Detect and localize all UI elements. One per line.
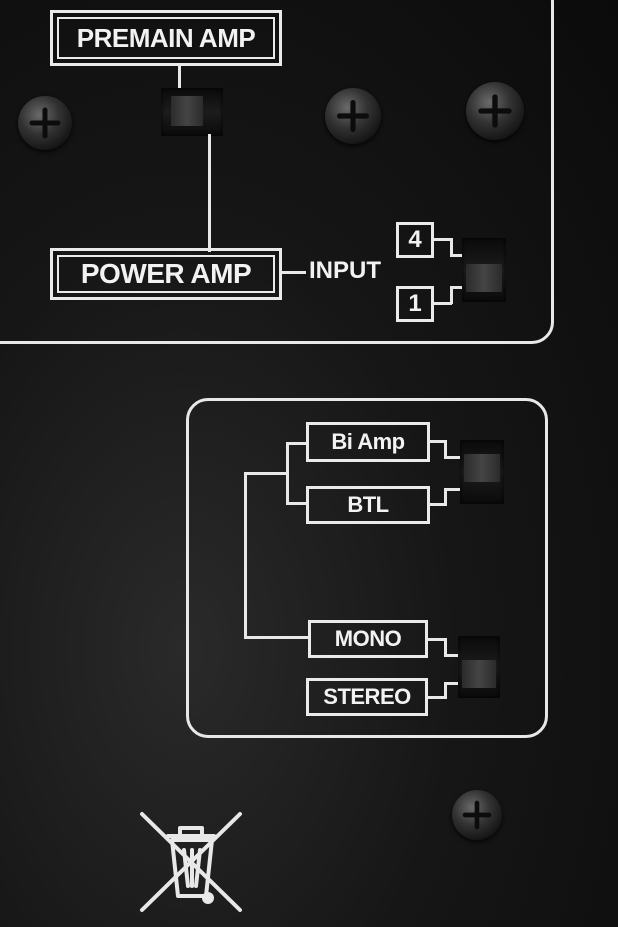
mono-label: MONO: [308, 620, 428, 658]
bracket-1-v: [450, 286, 453, 304]
bracket-stereo-h2: [444, 682, 460, 685]
bracket-biamp-h2: [444, 456, 460, 459]
bracket-mono-h1: [428, 638, 446, 641]
stereo-label: STEREO: [306, 678, 428, 716]
tree-branch-vertical: [286, 442, 289, 504]
power-amp-label: POWER AMP: [50, 248, 282, 300]
tree-top-horizontal: [244, 472, 288, 475]
btl-label: BTL: [306, 486, 430, 524]
amp-mode-panel: [0, 0, 554, 344]
bracket-btl-h2: [444, 488, 460, 491]
bracket-mono-v: [444, 638, 447, 656]
bi-amp-label: Bi Amp: [306, 422, 430, 462]
crossed-out-wheelie-bin-icon: [140, 812, 242, 912]
output-switch[interactable]: [458, 636, 500, 698]
connector-power: [208, 134, 211, 252]
mode-switch-knob[interactable]: [464, 454, 500, 482]
input-option-4: 4: [396, 222, 434, 258]
screw-icon: [325, 88, 381, 144]
input-switch-knob[interactable]: [466, 264, 502, 292]
premain-amp-label: PREMAIN AMP: [50, 10, 282, 66]
input-switch[interactable]: [462, 238, 506, 302]
bracket-4-v: [450, 238, 453, 256]
mode-switch[interactable]: [460, 440, 504, 504]
input-label: INPUT: [309, 257, 381, 284]
connector-premain: [178, 64, 181, 98]
premain-power-switch[interactable]: [161, 88, 223, 136]
bracket-btl-v: [444, 488, 447, 506]
input-option-1: 1: [396, 286, 434, 322]
tree-branch-biamp: [286, 442, 308, 445]
bracket-stereo-h1: [428, 696, 446, 699]
tree-branch-btl: [286, 502, 308, 505]
bracket-btl-h1: [430, 503, 446, 506]
connector-input: [282, 271, 306, 274]
bracket-biamp-v: [444, 440, 447, 458]
output-mode-panel: [186, 398, 548, 738]
power-amp-label-text: POWER AMP: [57, 255, 275, 293]
bracket-stereo-v: [444, 682, 447, 699]
tree-main-vertical: [244, 472, 247, 638]
premain-amp-label-text: PREMAIN AMP: [57, 17, 275, 59]
output-switch-knob[interactable]: [462, 660, 496, 688]
screw-icon: [18, 96, 72, 150]
screw-icon: [466, 82, 524, 140]
bracket-1-h1: [434, 302, 452, 305]
bracket-mono-h2: [444, 654, 460, 657]
bracket-biamp-h1: [430, 440, 446, 443]
bracket-1-h2: [450, 286, 466, 289]
bracket-4-h2: [450, 254, 466, 257]
premain-power-switch-knob[interactable]: [171, 96, 203, 126]
bracket-4-h1: [434, 238, 452, 241]
tree-bottom-horizontal: [244, 636, 310, 639]
screw-icon: [452, 790, 502, 840]
